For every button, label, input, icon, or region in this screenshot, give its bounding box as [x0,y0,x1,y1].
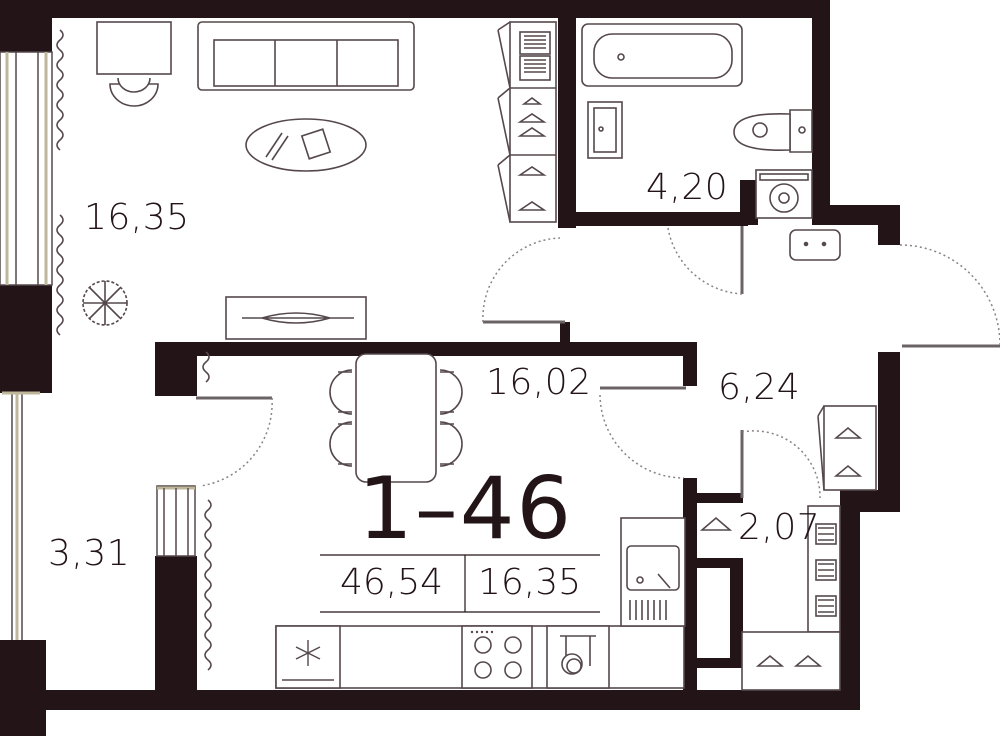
total-area: 46,54 [340,562,444,603]
walls [0,0,900,736]
bathroom-fixtures [581,23,841,261]
curtains [56,29,212,671]
hall-wardrobes [699,405,877,691]
room-area-living: 16,35 [84,197,190,238]
summary-lines [320,554,600,613]
room-area-kitchen: 16,02 [486,362,592,403]
room-area-wardrobe: 2,07 [738,507,821,548]
room-area-balcony: 3,31 [48,533,131,574]
snowflake-icon [295,640,321,666]
unit-number: 1–46 [358,459,574,559]
stove-dots [470,630,494,634]
windows [0,51,196,640]
room-area-bathroom: 4,20 [646,167,729,208]
living-furniture [82,21,557,340]
living-area: 16,35 [478,562,582,603]
kitchen-furniture [275,353,686,689]
door-swings [199,227,1000,499]
partitions [196,226,1000,498]
room-area-hallway: 6,24 [718,367,801,408]
